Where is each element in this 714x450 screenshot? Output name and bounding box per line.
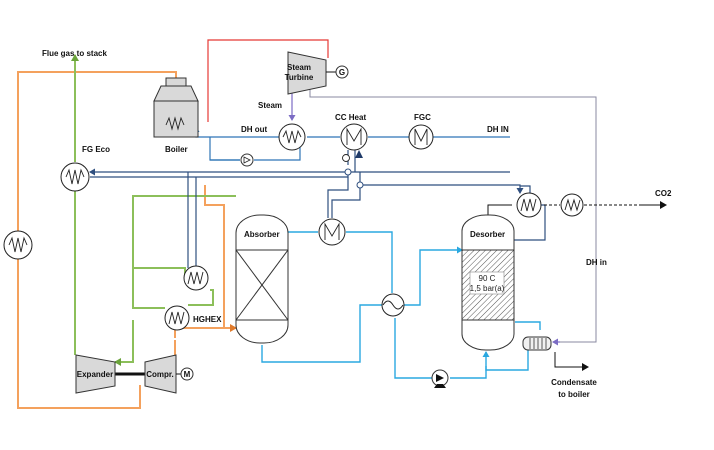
flue-gas-label: Flue gas to stack xyxy=(42,49,107,58)
generator xyxy=(326,65,349,79)
compressor xyxy=(144,354,177,394)
steam-line xyxy=(207,39,329,122)
return-line xyxy=(309,88,597,343)
absorber-column xyxy=(235,214,289,344)
condensate-label-2: to boiler xyxy=(558,390,590,399)
fgc-label: FGC xyxy=(414,113,431,122)
co2-cooler xyxy=(560,193,584,217)
reboiler xyxy=(522,336,552,351)
feed-pump xyxy=(240,153,254,167)
boiler xyxy=(153,77,199,138)
co2-condenser xyxy=(516,192,542,218)
absorber-label: Absorber xyxy=(244,230,280,239)
boiler-label: Boiler xyxy=(165,145,188,154)
generator-label: G xyxy=(339,68,345,77)
dh-out-label: DH out xyxy=(241,125,268,134)
condensate-label-1: Condensate xyxy=(551,378,597,387)
steam-turbine xyxy=(287,51,327,95)
fgc-exchanger xyxy=(408,124,434,150)
absorber-cooler xyxy=(318,218,346,246)
motor-label: M xyxy=(184,370,191,379)
fg-eco-label: FG Eco xyxy=(82,145,110,154)
left-heat-exchanger xyxy=(3,230,33,260)
hghex-exchanger xyxy=(164,305,190,331)
dh-in-right-label: DH in xyxy=(586,258,607,267)
expander-label: Expander xyxy=(77,370,113,379)
steam-turbine-label-1: Steam xyxy=(287,63,311,72)
compressor-label: Compr. xyxy=(146,370,174,379)
fg-eco-exchanger xyxy=(60,162,90,192)
flue-gas-line xyxy=(17,71,237,409)
solvent-line xyxy=(261,231,541,379)
desorber-temperature: 90 C xyxy=(479,274,496,283)
dh-out-exchanger xyxy=(278,123,306,151)
steam-turbine-label-2: Turbine xyxy=(285,73,314,82)
desorber-column xyxy=(461,214,515,351)
motor xyxy=(176,367,194,381)
cc-heat-label: CC Heat xyxy=(335,113,366,122)
lean-rich-exchanger xyxy=(381,293,405,317)
co2-line xyxy=(487,204,512,215)
condensate-line xyxy=(554,352,589,371)
steam-label: Steam xyxy=(258,101,282,110)
district-heating-line xyxy=(89,150,546,268)
cc-heat-exchanger xyxy=(340,123,368,151)
desorber-pressure: 1,5 bar(a) xyxy=(470,284,505,293)
solvent-pump xyxy=(431,369,449,388)
dh-in-top-label: DH IN xyxy=(487,125,509,134)
expander xyxy=(75,354,116,394)
co2-label: CO2 xyxy=(655,189,672,198)
hghex-label: HGHEX xyxy=(193,315,222,324)
hghex-upper-exchanger xyxy=(183,265,209,291)
desorber-label: Desorber xyxy=(470,230,505,239)
